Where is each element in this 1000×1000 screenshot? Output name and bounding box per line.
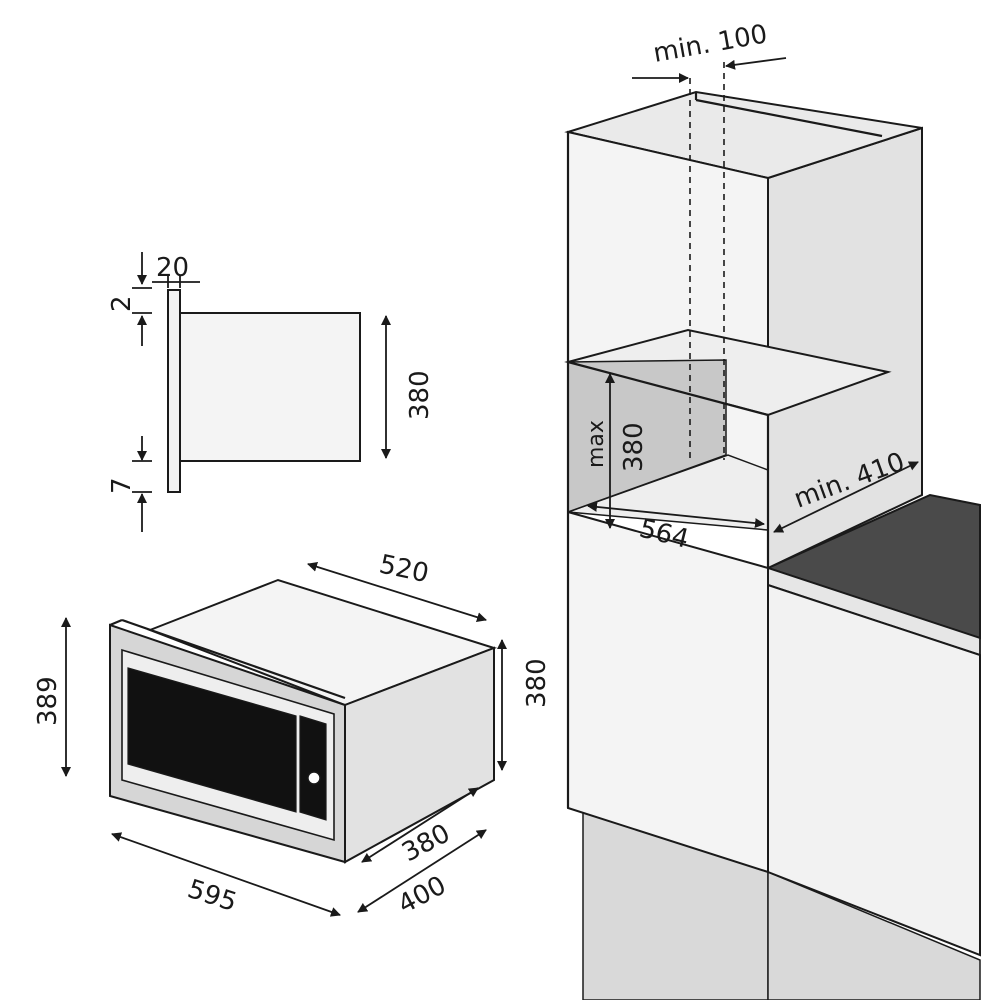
niche-depth-arrow xyxy=(773,461,919,533)
trim-top-gap-label: 2 xyxy=(107,295,137,312)
cabinet-drawing: min. 100 max 380 564 min. 410 xyxy=(564,19,981,1000)
appliance-glass xyxy=(127,667,297,813)
trim-frame xyxy=(167,289,181,493)
door-button xyxy=(307,771,321,785)
appliance-height-label: 380 xyxy=(522,658,552,708)
vent-gap-label: min. 100 xyxy=(651,19,770,69)
frame-width-label: 400 xyxy=(393,870,451,920)
appliance-depth-arrow xyxy=(307,561,487,623)
appliance-control-strip xyxy=(299,715,327,821)
front-height-label: 389 xyxy=(33,676,63,726)
niche-width-arrow xyxy=(587,501,765,529)
trim-body xyxy=(179,312,361,462)
trim-bottom-gap-label: 7 xyxy=(107,477,137,494)
right-plinth xyxy=(767,870,981,1000)
appliance-depth-label: 520 xyxy=(377,550,432,590)
trim-profile-drawing: 20 2 7 380 xyxy=(107,252,435,532)
niche-height-label: 380 xyxy=(619,422,649,472)
cabinet-lower-front xyxy=(567,510,769,874)
front-width-label: 595 xyxy=(184,874,240,918)
trim-width-label: 20 xyxy=(156,253,189,283)
appliance-drawing: 520 380 389 595 380 400 xyxy=(33,550,552,921)
front-width-arrow xyxy=(111,832,341,917)
trim-height-label: 380 xyxy=(405,370,435,420)
frame-width-arrow xyxy=(357,829,487,913)
niche-height-prefix: max xyxy=(584,420,609,468)
cabinet-side-panel xyxy=(767,126,923,570)
